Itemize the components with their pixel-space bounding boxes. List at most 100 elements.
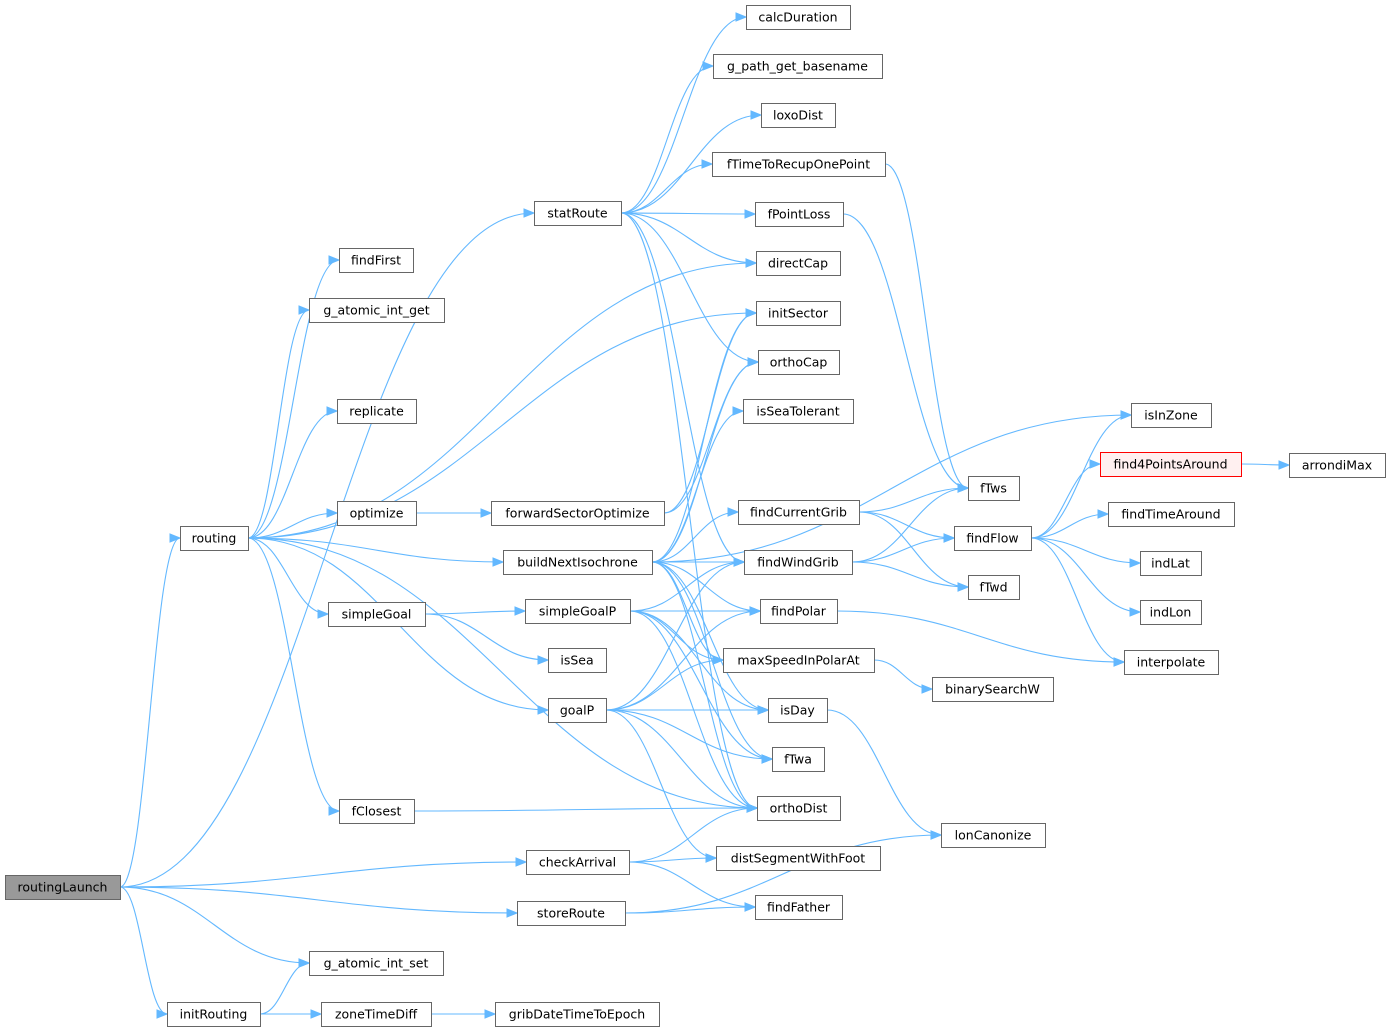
node-find-current-grib[interactable]: findCurrentGrib: [738, 500, 860, 525]
arrowhead-icon: [750, 110, 763, 120]
arrowhead-icon: [957, 483, 970, 493]
node-max-speed-in-polar-at[interactable]: maxSpeedInPolarAt: [723, 648, 875, 673]
node-label: g_atomic_int_set: [324, 956, 429, 971]
node-forward-sector-optimize[interactable]: forwardSectorOptimize: [491, 501, 665, 526]
node-box: [723, 648, 875, 673]
node-ind-lat[interactable]: indLat: [1140, 551, 1202, 576]
arrowhead-icon: [705, 853, 718, 863]
node-box: [548, 698, 607, 723]
node-binary-search-w[interactable]: binarySearchW: [932, 677, 1054, 702]
edge-stat-route-to-calc-duration: [620, 12, 748, 214]
edge-max-speed-in-polar-at-to-binary-search-w: [873, 659, 934, 694]
node-box: [526, 850, 630, 875]
node-box: [339, 248, 414, 273]
node-box: [321, 1002, 432, 1027]
edge-build-next-isochrone-to-find-polar: [651, 561, 762, 616]
edge-find-flow-to-ind-lat: [1030, 537, 1142, 568]
node-find-first[interactable]: findFirst: [339, 248, 414, 273]
node-interpolate[interactable]: interpolate: [1124, 650, 1219, 675]
edge-goal-p-to-f-twa: [605, 709, 774, 764]
node-f-twa[interactable]: fTwa: [772, 747, 825, 772]
node-ind-lon[interactable]: indLon: [1140, 600, 1202, 625]
node-find-wind-grib[interactable]: findWindGrib: [744, 550, 853, 575]
node-box: [954, 526, 1032, 551]
node-f-point-loss[interactable]: fPointLoss: [755, 202, 844, 227]
arrowhead-icon: [732, 406, 745, 416]
node-find-time-around[interactable]: findTimeAround: [1108, 502, 1235, 527]
node-find4-points-around[interactable]: find4PointsAround: [1100, 452, 1242, 477]
node-init-routing[interactable]: initRouting: [167, 1002, 261, 1027]
node-label: routingLaunch: [18, 880, 108, 895]
node-grib-date-time-to-epoch[interactable]: gribDateTimeToEpoch: [495, 1002, 660, 1027]
node-box: [713, 54, 883, 79]
node-label: findFirst: [351, 253, 401, 268]
node-calc-duration[interactable]: calcDuration: [746, 5, 851, 30]
edge-build-next-isochrone-to-ortho-dist: [651, 561, 759, 813]
edge-check-arrival-to-ortho-dist: [628, 803, 759, 863]
arrowhead-icon: [1097, 509, 1110, 519]
arrowhead-icon: [326, 508, 339, 518]
arrowhead-icon: [1278, 460, 1291, 470]
node-label: goalP: [560, 703, 595, 718]
node-direct-cap[interactable]: directCap: [756, 251, 841, 276]
node-g-atomic-int-set[interactable]: g_atomic_int_set: [309, 951, 444, 976]
node-label: findFather: [767, 900, 831, 915]
node-build-next-isochrone[interactable]: buildNextIsochrone: [503, 550, 653, 575]
node-f-tws[interactable]: fTws: [968, 476, 1020, 501]
node-box: [180, 526, 249, 551]
arrowhead-icon: [746, 803, 759, 813]
node-stat-route[interactable]: statRoute: [534, 201, 622, 226]
node-is-in-zone[interactable]: isInZone: [1131, 403, 1212, 428]
edge-goal-p-to-dist-segment-with-foot: [605, 709, 718, 863]
node-box: [968, 476, 1020, 501]
node-f-time-to-recup-one-point[interactable]: fTimeToRecupOnePoint: [712, 152, 886, 177]
node-box: [328, 602, 426, 627]
node-optimize[interactable]: optimize: [337, 501, 417, 526]
arrowhead-icon: [943, 533, 956, 543]
node-find-father[interactable]: findFather: [755, 895, 843, 920]
edge-build-next-isochrone-to-is-in-zone: [651, 410, 1133, 563]
edge-stat-route-to-direct-cap: [620, 212, 758, 268]
arrowhead-icon: [921, 684, 934, 694]
node-label: loxoDist: [773, 108, 823, 123]
node-label: fTws: [980, 481, 1007, 496]
node-f-closest[interactable]: fClosest: [339, 799, 415, 824]
arrowhead-icon: [1089, 459, 1102, 469]
node-g-atomic-int-get[interactable]: g_atomic_int_get: [309, 298, 445, 323]
node-check-arrival[interactable]: checkArrival: [526, 850, 630, 875]
node-dist-segment-with-foot[interactable]: distSegmentWithFoot: [716, 846, 881, 871]
node-zone-time-diff[interactable]: zoneTimeDiff: [321, 1002, 432, 1027]
node-goal-p[interactable]: goalP: [548, 698, 607, 723]
node-arrondi-max[interactable]: arrondiMax: [1289, 453, 1386, 478]
arrowhead-icon: [745, 308, 758, 318]
node-lon-canonize[interactable]: lonCanonize: [941, 823, 1046, 848]
node-ortho-dist[interactable]: orthoDist: [757, 796, 841, 821]
node-is-day[interactable]: isDay: [768, 698, 828, 723]
node-find-flow[interactable]: findFlow: [954, 526, 1032, 551]
node-label: lonCanonize: [955, 828, 1032, 843]
edge-find4-points-around-to-arrondi-max: [1240, 460, 1291, 470]
node-replicate[interactable]: replicate: [337, 399, 417, 424]
node-store-route[interactable]: storeRoute: [517, 901, 626, 926]
node-box: [755, 202, 844, 227]
node-is-sea-tolerant[interactable]: isSeaTolerant: [743, 399, 854, 424]
node-simple-goal-p[interactable]: simpleGoalP: [525, 599, 631, 624]
node-ortho-cap[interactable]: orthoCap: [758, 350, 840, 375]
node-label: isSea: [560, 653, 593, 668]
node-loxo-dist[interactable]: loxoDist: [761, 103, 836, 128]
arrowhead-icon: [702, 61, 715, 71]
node-is-sea[interactable]: isSea: [548, 648, 607, 673]
node-simple-goal[interactable]: simpleGoal: [328, 602, 426, 627]
node-label: fClosest: [352, 804, 402, 819]
node-routing-launch[interactable]: routingLaunch: [5, 875, 121, 900]
arrowhead-icon: [957, 582, 970, 592]
node-label: isInZone: [1144, 408, 1198, 423]
node-routing[interactable]: routing: [180, 526, 249, 551]
node-f-twd[interactable]: fTwd: [968, 575, 1020, 600]
node-box: [743, 399, 854, 424]
edge-find-flow-to-interpolate: [1030, 537, 1126, 667]
arrowhead-icon: [326, 406, 339, 416]
node-find-polar[interactable]: findPolar: [760, 599, 838, 624]
node-init-sector[interactable]: initSector: [756, 301, 841, 326]
node-g-path-get-basename[interactable]: g_path_get_basename: [713, 54, 883, 79]
